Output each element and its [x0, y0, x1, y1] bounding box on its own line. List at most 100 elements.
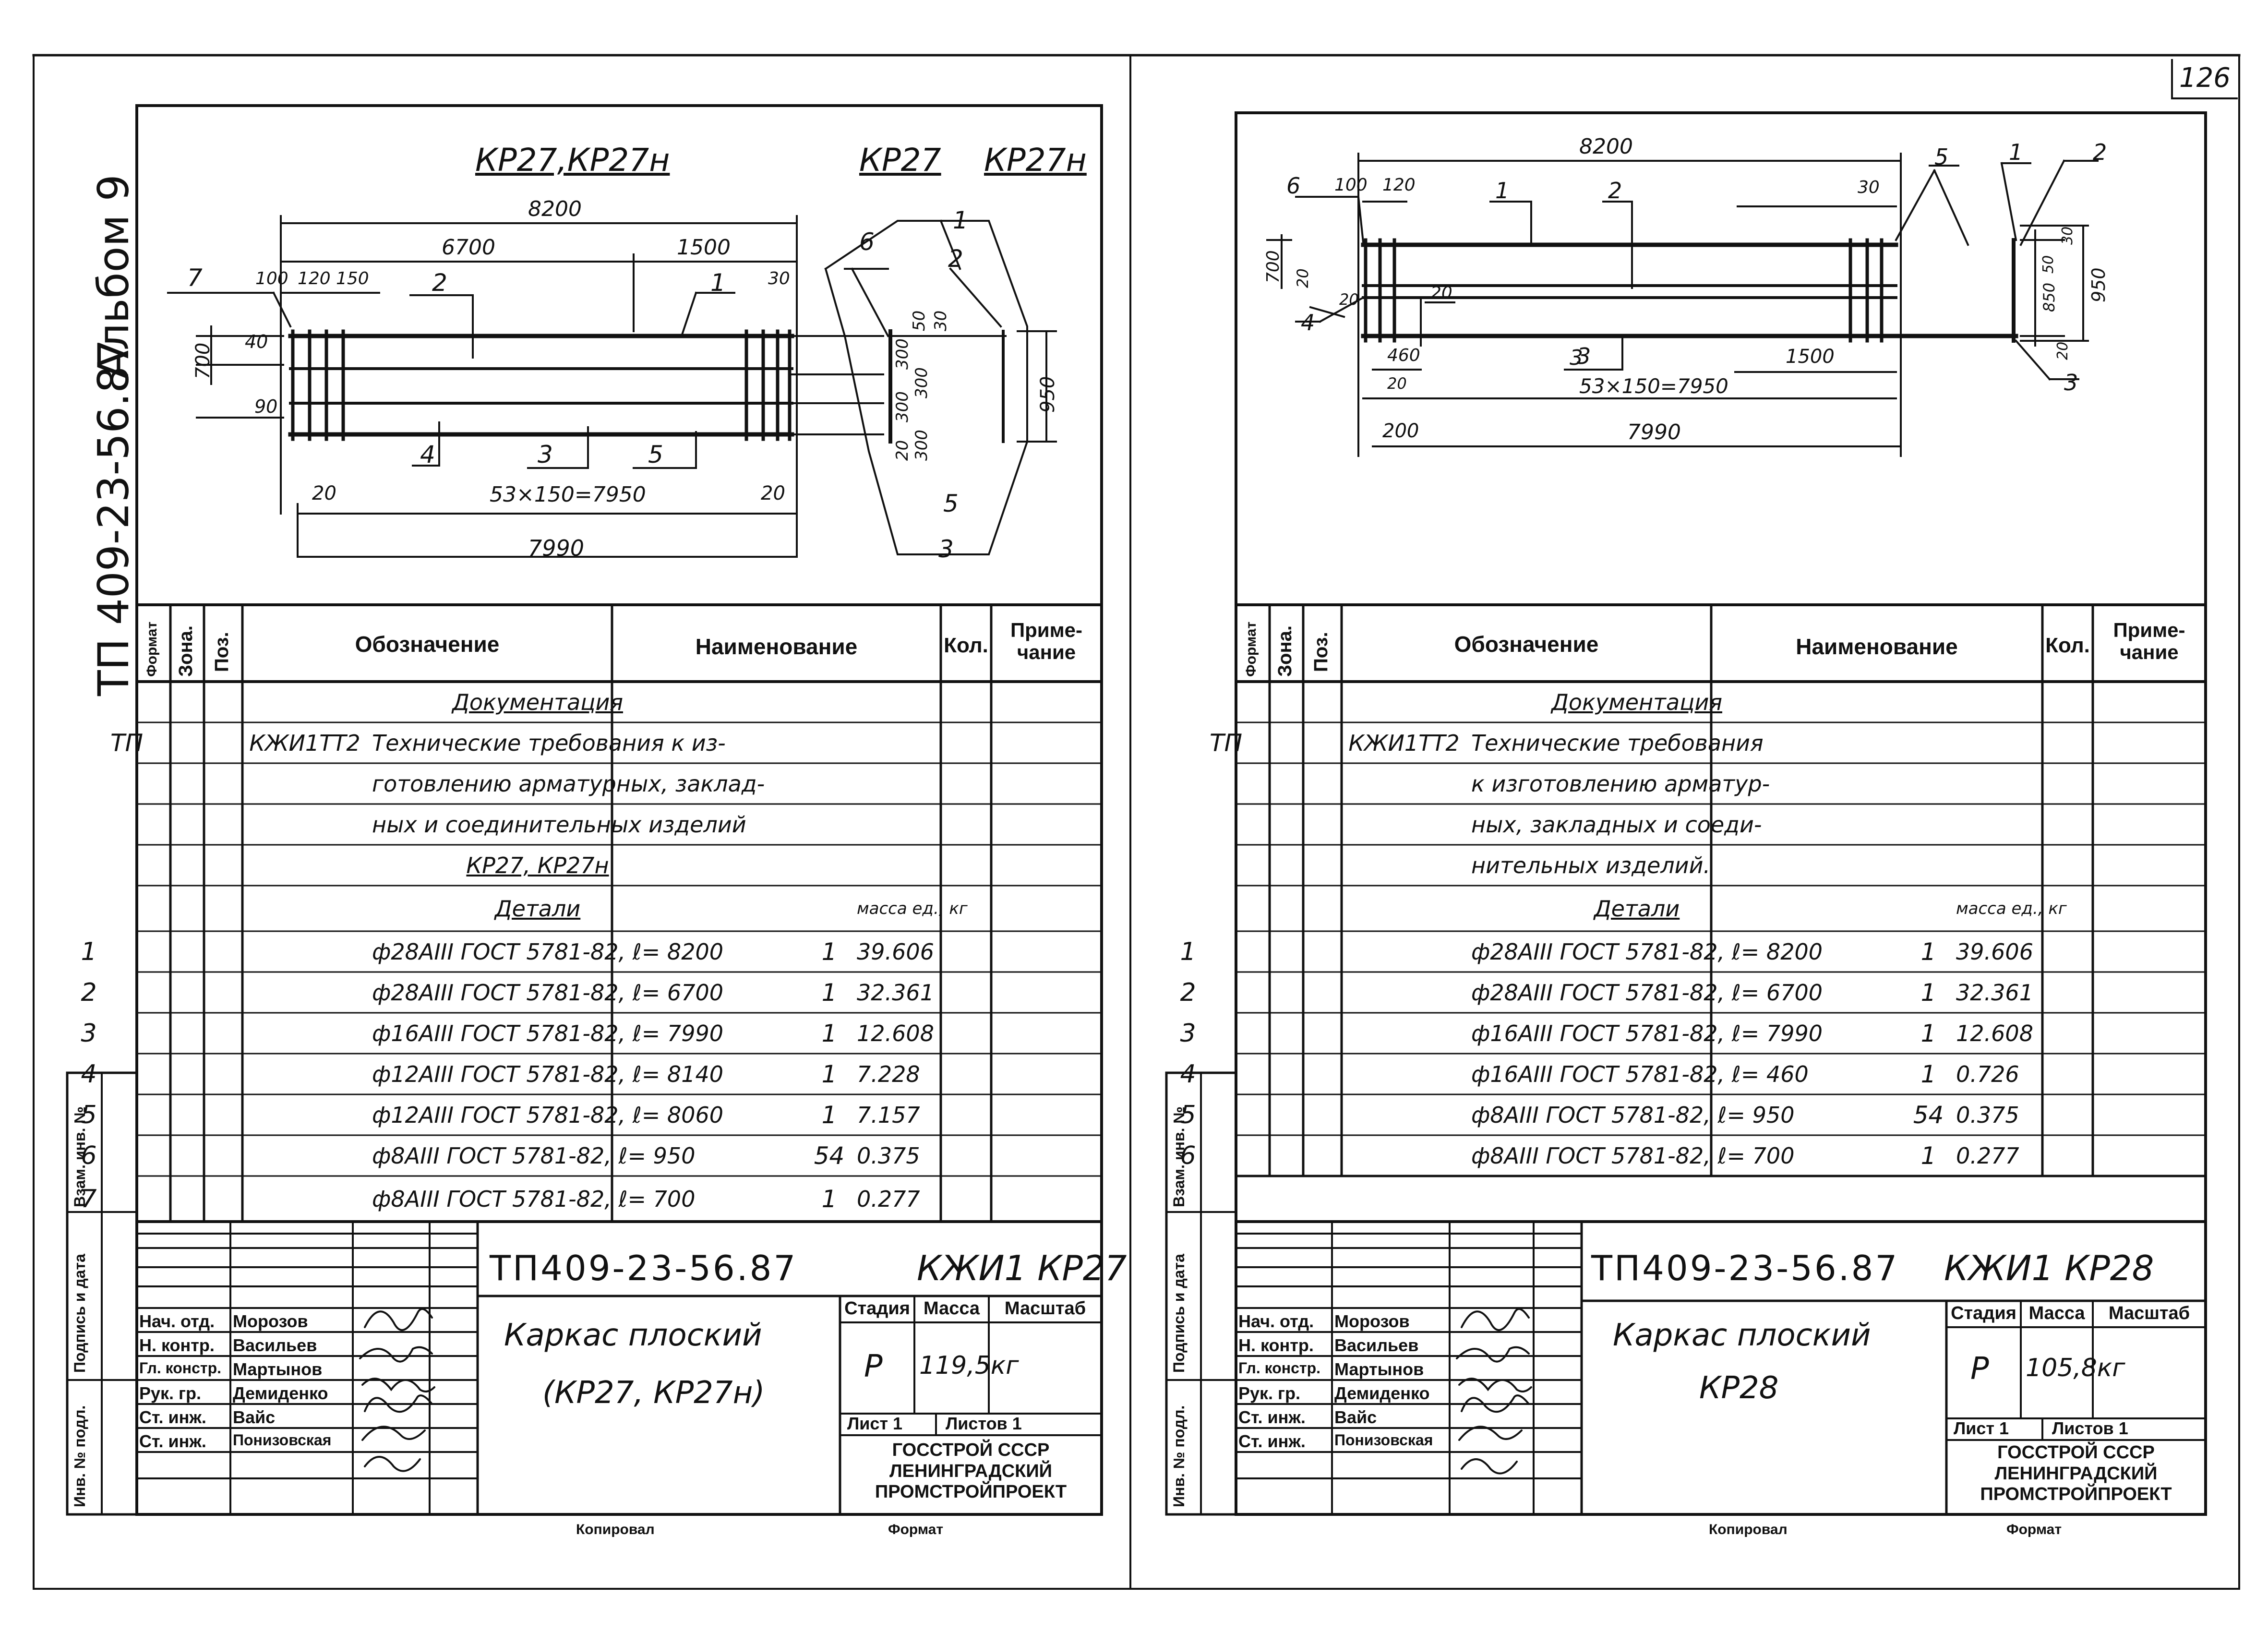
- dim-label: 300: [912, 367, 931, 398]
- row-position: 2: [81, 978, 97, 1007]
- row-note: [1956, 845, 2066, 886]
- row-designation: [110, 804, 230, 845]
- row-note: 32.361: [857, 979, 934, 1006]
- organization: ГОССТРОЙ СССР ЛЕНИНГРАДСКИЙ ПРОМСТРОЙПРО…: [840, 1440, 1102, 1503]
- row-position: [70, 845, 108, 886]
- side-sign-date: Подпись и дата: [1170, 1254, 1188, 1373]
- staff-role: Н. контр.: [139, 1335, 215, 1355]
- callout: 1: [953, 206, 968, 234]
- row-note: 7.228: [857, 1061, 920, 1087]
- header-designation: Обозначение: [1454, 632, 1599, 657]
- dim-label: 8200: [528, 197, 582, 221]
- row-code: [240, 804, 370, 845]
- staff-name: Понизовская: [233, 1431, 332, 1449]
- org-line: ЛЕНИНГРАДСКИЙ: [889, 1461, 1052, 1481]
- row-designation: [110, 1135, 230, 1176]
- doc-code: ТП409-23-56.87: [1591, 1248, 1899, 1288]
- dim-label: 100: [1334, 175, 1368, 195]
- dim-label: 300: [893, 391, 912, 422]
- staff-role: Н. контр.: [1238, 1335, 1314, 1355]
- staff-role: Гл. констр.: [139, 1359, 222, 1377]
- staff-role: Ст. инж.: [139, 1407, 206, 1427]
- row-note: 0.277: [857, 1186, 920, 1212]
- row-quantity: [804, 763, 854, 804]
- row-quantity: 1: [821, 1019, 837, 1047]
- row-code: [1339, 1135, 1469, 1176]
- row-code: [240, 763, 370, 804]
- row-note: 12.608: [1956, 1020, 2033, 1046]
- row-position: 6: [81, 1141, 97, 1170]
- row-designation: [1210, 804, 1330, 845]
- dim-label: 30: [2059, 226, 2076, 245]
- row-note: [857, 682, 967, 722]
- row-position: [1169, 763, 1207, 804]
- row-code: КЖИ1ТТ2: [1348, 730, 1460, 756]
- row-quantity: 1: [1920, 1019, 1936, 1047]
- callout: 7: [187, 264, 203, 292]
- staff-name: Морозов: [1334, 1311, 1410, 1331]
- row-position: 3: [81, 1019, 97, 1048]
- sheet-number: Лист 1: [1954, 1418, 2009, 1438]
- row-name: нительных изделий.: [1471, 852, 1711, 878]
- callout: 4: [1301, 310, 1315, 336]
- row-designation: [1210, 1013, 1330, 1054]
- header-zone: Зона.: [1274, 625, 1296, 677]
- side-sign-date: Подпись и дата: [71, 1254, 88, 1373]
- dim-label: 40: [245, 331, 268, 352]
- header-pos: Поз.: [1310, 632, 1332, 672]
- stage-value: Р: [1970, 1351, 1989, 1387]
- dim-label: 20: [312, 482, 336, 504]
- row-code: [1339, 972, 1469, 1013]
- row-designation: [1210, 886, 1330, 931]
- staff-name: Вайс: [1334, 1407, 1377, 1427]
- callout: 3: [1570, 346, 1583, 370]
- row-position: [1169, 886, 1207, 931]
- row-position: 1: [1180, 937, 1196, 966]
- dim-label: 300: [912, 430, 931, 461]
- dim-label: 20: [1387, 374, 1407, 393]
- row-designation: [1210, 972, 1330, 1013]
- row-quantity: [1903, 804, 1954, 845]
- dim-label: 120: [1382, 175, 1416, 195]
- row-note: [857, 722, 967, 763]
- dim-label: 700: [1263, 250, 1283, 283]
- header-zone: Зона.: [175, 625, 196, 677]
- row-name: ф28АIII ГОСТ 5781-82, ℓ= 8200: [1471, 938, 1823, 965]
- dim-label: 7990: [1627, 420, 1681, 444]
- row-quantity: 1: [821, 937, 837, 966]
- row-quantity: 54: [1913, 1101, 1944, 1129]
- row-designation: [110, 763, 230, 804]
- footer-format: Формат: [888, 1522, 944, 1537]
- header-qty: Кол.: [944, 634, 988, 657]
- scale-label: Масштаб: [2108, 1303, 2190, 1323]
- callout: 5: [648, 441, 663, 468]
- row-code: [1339, 1054, 1469, 1094]
- row-name: ф8АIII ГОСТ 5781-82, ℓ= 950: [1471, 1102, 1795, 1128]
- row-code: [1339, 763, 1469, 804]
- row-quantity: 54: [814, 1141, 845, 1170]
- row-designation: [110, 1054, 230, 1094]
- sheets-total: Листов 1: [2052, 1418, 2128, 1438]
- row-note: 0.726: [1956, 1061, 2019, 1087]
- staff-role: Ст. инж.: [139, 1431, 206, 1451]
- callout: 4: [420, 441, 435, 468]
- staff-role: Ст. инж.: [1238, 1431, 1306, 1451]
- row-quantity: [1903, 682, 1954, 722]
- row-note: [857, 763, 967, 804]
- org-line: ПРОМСТРОЙПРОЕКТ: [875, 1482, 1067, 1502]
- dim-label: 20: [761, 482, 785, 504]
- staff-name: Васильев: [1334, 1335, 1419, 1355]
- row-name: ф8АIII ГОСТ 5781-82, ℓ= 950: [372, 1142, 696, 1169]
- row-name: Технические требования к из-: [372, 730, 726, 756]
- dim-label: 30: [931, 310, 950, 331]
- mark: КЖИ1 КР27: [917, 1248, 1127, 1288]
- row-code: [1339, 931, 1469, 972]
- dim-label: 6700: [442, 235, 495, 260]
- header-note: Приме- чание: [1010, 619, 1083, 664]
- dim-label: 7990: [528, 535, 585, 561]
- callout: 3: [1577, 343, 1591, 369]
- staff-name: Демиденко: [1334, 1383, 1430, 1403]
- row-code: [240, 1176, 370, 1222]
- mass-label: Масса: [923, 1298, 980, 1319]
- row-name: к изготовлению арматур-: [1471, 770, 1770, 797]
